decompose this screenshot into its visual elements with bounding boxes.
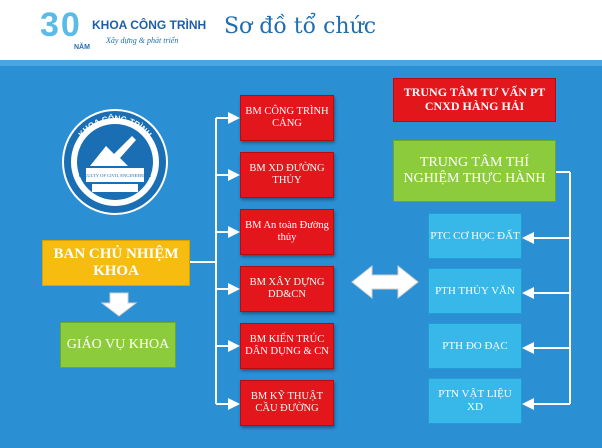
logo-name: KHOA CÔNG TRÌNH — [92, 18, 207, 32]
header-bar: 30 NĂM KHOA CÔNG TRÌNH Xây dựng & phát t… — [0, 0, 602, 60]
lab-box-2: PTH THỦY VĂN — [428, 268, 522, 314]
academic-affairs-box: GIÁO VỤ KHOA — [60, 322, 176, 368]
department-label-5: BM KIẾN TRÚC DÂN DỤNG & CN — [245, 333, 329, 357]
logo-years: 30 — [40, 6, 82, 44]
department-box-3: BM An toàn Đường thủy — [240, 209, 334, 255]
department-box-6: BM KỸ THUẬT CẦU ĐƯỜNG — [240, 380, 334, 426]
lab-label-4: PTN VẬT LIỆU XD — [438, 388, 512, 413]
double-arrow-icon — [351, 264, 419, 300]
academic-affairs-label: GIÁO VỤ KHOA — [66, 336, 170, 352]
consulting-center-label: TRUNG TÂM TƯ VẤN PT CNXD HÀNG HẢI — [403, 85, 546, 113]
department-label-2: BM XD ĐƯỜNG THỦY — [249, 162, 325, 186]
department-box-5: BM KIẾN TRÚC DÂN DỤNG & CN — [240, 323, 334, 369]
logo-slogan: Xây dựng & phát triển — [106, 36, 179, 45]
leadership-label: BAN CHỦ NHIỆM KHOA — [53, 245, 179, 279]
emblem-bottom-text: FACULTY OF CIVIL ENGINEERING — [79, 173, 152, 178]
header-band — [0, 60, 602, 66]
test-center-label: TRUNG TÂM THÍ NGHIỆM THỰC HÀNH — [403, 154, 546, 186]
lab-label-1: PTC CƠ HỌC ĐẤT — [430, 229, 520, 242]
lab-label-2: PTH THỦY VĂN — [435, 284, 515, 297]
department-box-1: BM CÔNG TRÌNH CẢNG — [240, 95, 334, 141]
logo-nam: NĂM — [74, 44, 90, 51]
lab-box-4: PTN VẬT LIỆU XD — [428, 378, 522, 424]
page-title: Sơ đồ tổ chức — [223, 14, 377, 39]
department-box-2: BM XD ĐƯỜNG THỦY — [240, 152, 334, 198]
department-label-3: BM An toàn Đường thủy — [245, 219, 329, 243]
faculty-logo: 30 NĂM KHOA CÔNG TRÌNH Xây dựng & phát t… — [40, 4, 210, 56]
department-label-4: BM XÂY DỰNG DD&CN — [249, 276, 325, 300]
lab-box-3: PTH ĐO ĐẠC — [428, 323, 522, 369]
lab-box-1: PTC CƠ HỌC ĐẤT — [428, 213, 522, 259]
department-label-1: BM CÔNG TRÌNH CẢNG — [245, 105, 329, 129]
test-center-box: TRUNG TÂM THÍ NGHIỆM THỰC HÀNH — [393, 140, 556, 202]
department-label-6: BM KỸ THUẬT CẦU ĐƯỜNG — [250, 390, 324, 414]
leadership-box: BAN CHỦ NHIỆM KHOA — [42, 240, 190, 286]
lab-label-3: PTH ĐO ĐẠC — [442, 339, 508, 352]
department-box-4: BM XÂY DỰNG DD&CN — [240, 266, 334, 312]
down-arrow-icon — [100, 292, 138, 317]
faculty-emblem: KHOA CÔNG TRÌNH FACULTY OF CIVIL ENGINEE… — [62, 109, 168, 215]
consulting-center-box: TRUNG TÂM TƯ VẤN PT CNXD HÀNG HẢI — [393, 78, 556, 122]
